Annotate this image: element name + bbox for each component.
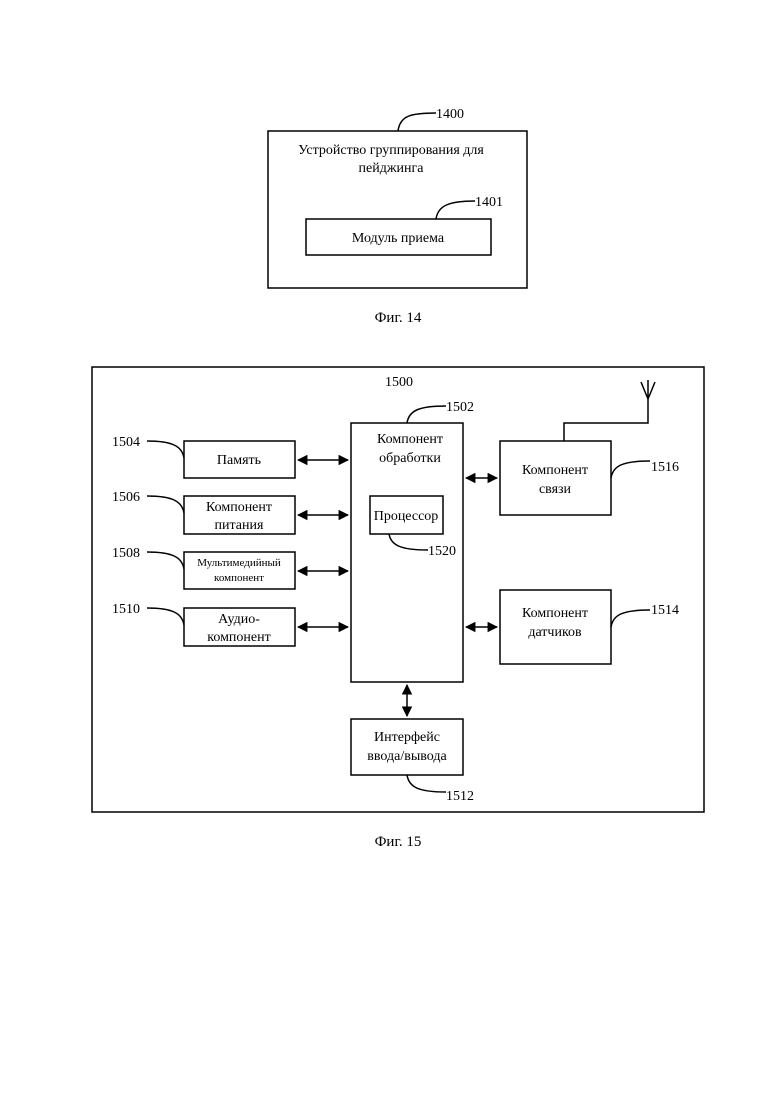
processing-line2: обработки <box>379 451 441 466</box>
leader-1400 <box>398 113 436 131</box>
io-line2: ввода/вывода <box>367 749 447 764</box>
communication-line2: связи <box>539 482 572 497</box>
device-title-line1: Устройство группирования для <box>298 143 484 158</box>
caption-fig-14: Фиг. 14 <box>375 310 422 326</box>
figure-15: 1500 1502 Компонент обработки Процессор … <box>92 367 704 850</box>
power-line1: Компонент <box>206 500 272 515</box>
processor-label: Процессор <box>374 509 439 524</box>
ref-1510: 1510 <box>112 602 140 617</box>
power-line2: питания <box>215 518 264 533</box>
ref-1504: 1504 <box>112 435 140 450</box>
device-title-line2: пейджинга <box>359 161 425 176</box>
multimedia-line2: компонент <box>214 572 264 584</box>
ref-1400: 1400 <box>436 107 464 122</box>
communication-line1: Компонент <box>522 463 588 478</box>
ref-1401: 1401 <box>475 195 503 210</box>
io-interface-box <box>351 719 463 775</box>
caption-fig-15: Фиг. 15 <box>375 834 422 850</box>
multimedia-line1: Мультимедийный <box>197 557 281 569</box>
ref-1516: 1516 <box>651 460 679 475</box>
ref-1508: 1508 <box>112 546 140 561</box>
sensor-line2: датчиков <box>528 625 582 640</box>
audio-line2: компонент <box>207 630 271 645</box>
processing-line1: Компонент <box>377 432 443 447</box>
ref-1520: 1520 <box>428 544 456 559</box>
ref-1500: 1500 <box>385 375 413 390</box>
ref-1506: 1506 <box>112 490 140 505</box>
figure-14: 1400 Устройство группирования для пейджи… <box>268 107 527 326</box>
ref-1512: 1512 <box>446 789 474 804</box>
audio-line1: Аудио- <box>218 612 260 627</box>
memory-label: Память <box>217 453 261 468</box>
receiving-module-label: Модуль приема <box>352 231 445 246</box>
io-line1: Интерфейс <box>374 730 440 745</box>
communication-component-box <box>500 441 611 515</box>
ref-1514: 1514 <box>651 603 679 618</box>
ref-1502: 1502 <box>446 400 474 415</box>
sensor-line1: Компонент <box>522 606 588 621</box>
